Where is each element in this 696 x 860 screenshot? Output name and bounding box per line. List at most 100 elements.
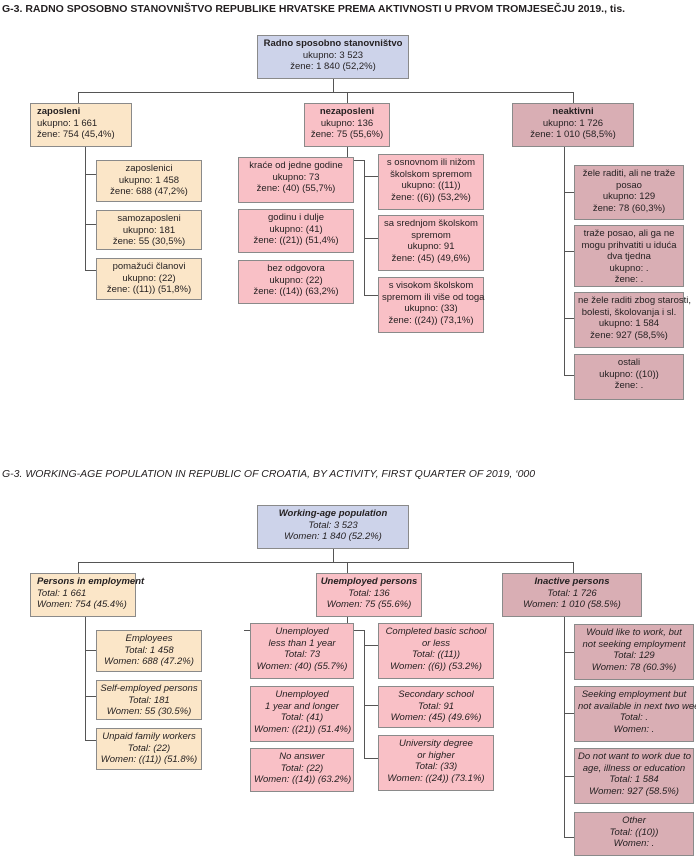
connector [564,375,574,376]
node-label: spremom ili više od toga [382,291,485,303]
node-basic-school: s osnovnom ili nižom školskom spremom uk… [378,154,484,210]
connector [78,92,573,93]
node-label: traže posao, ali ga ne [583,228,675,239]
node-less-than-1-year: kraće od jedne godine ukupno: 73 žene: (… [238,157,354,203]
connector [564,776,574,777]
node-women: Women: 1 010 (58.5%) [523,599,621,610]
node-label: Unemployed persons [320,576,418,587]
node-women: Women: ((14)) (63.2%) [254,774,352,785]
node-women: žene: ((6)) (53,2%) [391,191,471,203]
node-unemployed: nezaposleni ukupno: 136 žene: 75 (55,6%) [304,103,390,147]
node-total: Total: (22) [127,742,171,754]
node-women: Women: (40) (55.7%) [256,660,348,672]
node-less-than-1-year-en: Unemployed less than 1 year Total: 73 Wo… [250,623,354,679]
node-self-employed: samozaposleni ukupno: 181 žene: 55 (30,5… [96,210,202,250]
node-other-en: Other Total: ((10)) Women: . [574,812,694,856]
node-total: Total: 73 [283,649,321,660]
node-label: samozaposleni [117,213,181,224]
node-do-not-want-to-work-en: Do not want to work due to age, illness … [574,748,694,804]
node-women: Women: ((6)) (53.2%) [390,660,482,672]
node-total: ukupno: (22) [122,272,176,284]
node-1-year-and-longer-en: Unemployed 1 year and longer Total: (41)… [250,686,354,742]
node-label: školskom spremom [390,168,472,180]
connector [564,713,574,714]
node-family-workers: pomažući članovi ukupno: (22) žene: ((11… [96,258,202,300]
node-label: dva tjedna [607,251,651,262]
node-label: posao [616,179,642,191]
node-label: sa srednjom školskom [384,218,478,229]
node-label: godinu i dulje [268,212,324,223]
connector [85,270,96,271]
connector [573,92,574,103]
connector [85,224,96,225]
connector [347,147,348,160]
node-total: Total: . [619,712,649,723]
node-label: ostali [617,357,641,368]
node-women: žene: (40) (55,7%) [256,183,336,194]
connector [564,147,565,375]
node-label: Secondary school [398,689,474,700]
node-total: Total: 1 584 [609,774,659,785]
node-employed: zaposleni ukupno: 1 661 žene: 754 (45,4%… [30,103,132,147]
node-other: ostali ukupno: ((10)) žene: . [574,354,684,400]
node-label: less than 1 year [268,637,336,649]
node-women: žene: 927 (58,5%) [590,329,668,341]
node-no-answer: bez odgovora ukupno: (22) žene: ((14)) (… [238,260,354,304]
node-women: žene: . [614,274,644,285]
node-total: Total: 1 661 [37,587,87,599]
node-employed-en: Persons in employment Total: 1 661 Women… [30,573,145,617]
node-label: bolesti, školovanja i sl. [581,306,677,318]
diagram-title-en: G-3. WORKING-AGE POPULATION IN REPUBLIC … [2,468,536,480]
diagram-title-hr: G-3. RADNO SPOSOBNO STANOVNIŠTVO REPUBLI… [2,3,626,15]
connector [78,92,79,103]
node-total: ukupno: (22) [269,274,323,286]
node-label: bez odgovora [267,263,325,274]
node-total: Total: 136 [348,587,390,599]
connector [364,238,378,239]
node-women: žene: (45) (49,6%) [391,252,471,264]
connector [364,176,378,177]
node-total: Total: ((10)) [609,826,659,838]
node-total: Total: (41) [280,712,324,723]
node-total: Total: 1 726 [547,587,597,599]
node-total: ukupno: . [609,262,649,274]
node-women: Women: 688 (47.2%) [104,656,194,667]
connector [78,562,79,573]
node-label: Employees [125,633,173,644]
node-label: Unemployed [275,626,329,637]
node-do-not-want-to-work: ne žele raditi zbog starosti, bolesti, š… [574,292,691,348]
connector [347,92,348,103]
node-total: Total: 1 458 [124,644,174,656]
node-women: Women: ((21)) (51.4%) [254,723,352,735]
node-women: Women: 1 840 (52.2%) [284,531,382,542]
connector [78,562,573,563]
connector [333,549,334,562]
node-total: ukupno: 73 [272,171,320,183]
node-label: nezaposleni [319,106,375,117]
connector [564,318,574,319]
node-total: ukupno: 129 [602,191,656,202]
node-total: ukupno: 1 584 [598,318,660,329]
node-label: Would like to work, but [586,627,682,638]
node-label: s visokom školskom [388,280,474,291]
node-label: Persons in employment [37,576,145,587]
node-label: zaposleni [37,106,81,117]
node-total: ukupno: (33) [404,303,458,314]
node-women: žene: 78 (60,3%) [592,202,666,214]
node-working-age-population-en: Working-age population Total: 3 523 Wome… [257,505,409,549]
connector [364,705,378,706]
connector [85,617,86,740]
node-total: ukupno: 3 523 [302,49,364,61]
node-total: Total: ((11)) [411,649,461,660]
node-total: ukupno: ((11)) [401,180,461,191]
node-women: žene: ((21)) (51,4%) [253,235,339,246]
node-women: Women: 754 (45.4%) [37,599,127,610]
connector [573,562,574,573]
node-secondary-school: sa srednjom školskom spremom ukupno: 91 … [378,215,484,271]
node-inactive-en: Inactive persons Total: 1 726 Women: 1 0… [502,573,642,617]
node-label: University degree [399,738,473,749]
node-total: Total: 91 [417,700,455,712]
connector [364,295,378,296]
node-women: Women: (45) (49.6%) [390,712,482,723]
node-label: Inactive persons [534,576,610,587]
